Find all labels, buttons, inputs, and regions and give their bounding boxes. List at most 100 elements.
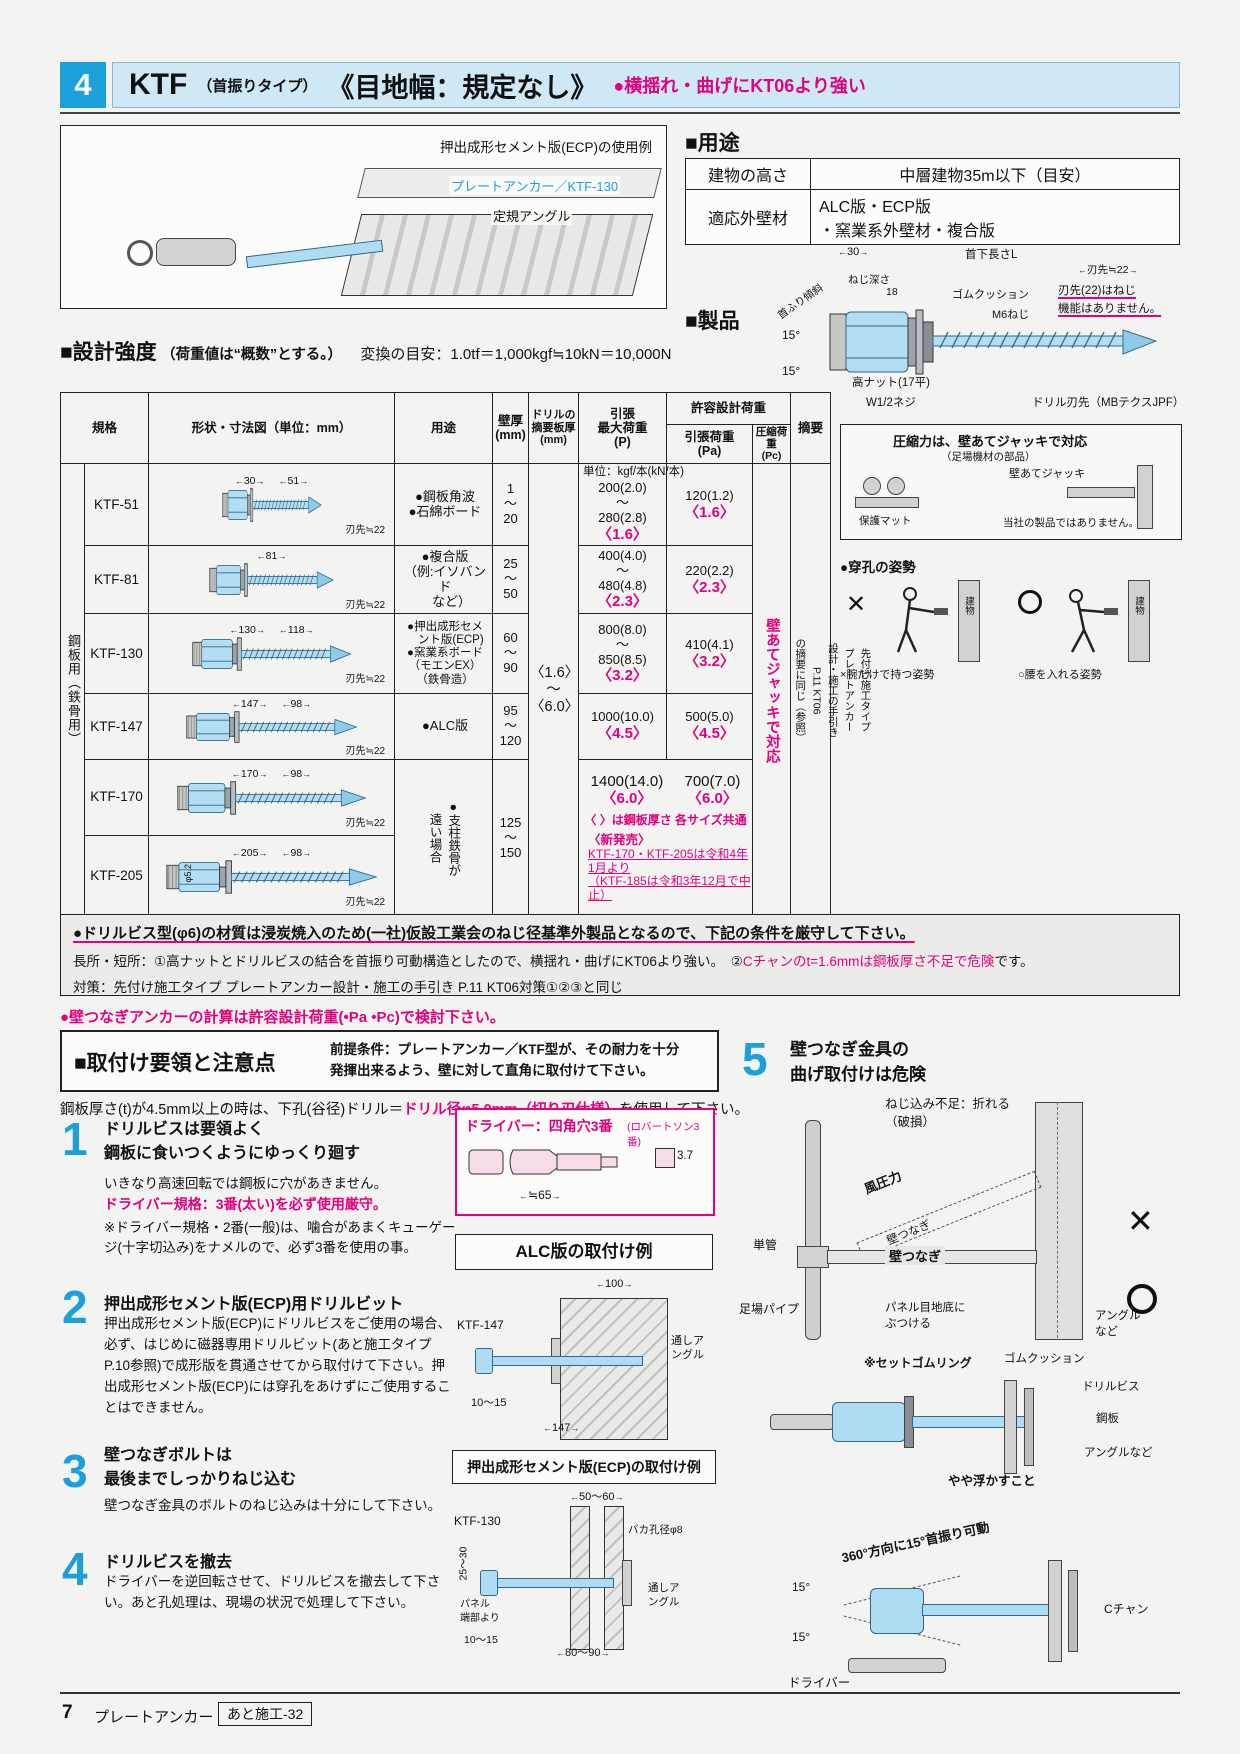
p-cell: 800(8.0) ～ 850(8.5) 〈3.2〉 — [578, 613, 668, 695]
wind-pressure-label: 風圧力 — [861, 1168, 904, 1197]
design-strength-table: 規格 形状・寸法図（単位：mm） 用途 壁厚 (mm) ドリルの 摘要板厚 (m… — [59, 391, 871, 918]
step4-number: 4 — [62, 1543, 88, 1595]
screw-figure — [177, 780, 367, 816]
drill-thickness-cell: 〈1.6〉 ～ 〈6.0〉 — [528, 463, 579, 918]
step5-number: 5 — [742, 1033, 768, 1085]
blade-label: 刃先≒22 — [345, 817, 386, 829]
cchan-label: Cチャン — [1104, 1602, 1149, 1616]
pa-last: 700(7.0)〈6.0〉 — [684, 773, 741, 808]
good-mark-icon — [1018, 590, 1042, 614]
footer-product-name: プレートアンカー — [94, 1709, 214, 1726]
screw-figure — [186, 710, 358, 744]
wall-cell-merged: 125 ～ 150 — [492, 758, 530, 918]
table-row-ktf81: KTF-81 81 刃先≒22 ●複合版 （例:イソバンド など） 25 ～ 5… — [61, 545, 831, 615]
ecp-example-title: 押出成形セメント版(ECP)の取付け例 — [452, 1450, 716, 1484]
shape-cell: φ5.2 20598 刃先≒22 — [148, 834, 396, 918]
title-strength-note: ●横揺れ・曲げにKT06より強い — [613, 76, 866, 96]
alc-example-diagram: 100 KTF-147 通しアングル 10～15 147 — [455, 1276, 711, 1442]
yoto-row1-label: 建物の高さ — [685, 158, 811, 190]
float-slightly-note: やや浮かすこと — [948, 1474, 1036, 1488]
p-cell: 400(4.0) ～ 480(4.8) 〈2.3〉 — [578, 545, 668, 615]
col-header-allowable: 許容設計荷重 — [666, 392, 792, 425]
model-cell: KTF-205 — [83, 834, 150, 918]
pa-thickness: 〈2.3〉 — [684, 578, 735, 596]
step1-title: ドリルビスは要領よく 鋼板に食いつくようにゆっくり廻す — [104, 1121, 361, 1162]
ecp-example-diagram: 50～60 バカ孔径φ8 KTF-130 25～30 パネル 端部より 10～1… — [452, 1488, 714, 1659]
title-joint-note: 《目地幅：規定なし》 — [327, 72, 598, 103]
sekkei-conversion: 変換の目安：1.0tf＝1,000kgf≒10kN＝10,000N — [360, 346, 672, 363]
bit-shaft-shape — [770, 1414, 834, 1430]
seihin-heading: ■製品 — [685, 310, 740, 333]
tie-label: 壁つなぎ — [885, 1246, 946, 1265]
remarks-cell: 先付け施工タイプ プレートアンカー 設計・施工の手引き P.11 KT06 の摘… — [790, 463, 871, 918]
table-row: 適応外壁材 ALC版・ECP版 ・窯業系外壁材・複合版 — [685, 189, 1180, 245]
jack-rod-shape — [1067, 487, 1135, 498]
ecp-model-label: KTF-130 — [454, 1514, 501, 1528]
dim-row: 3051 — [150, 472, 393, 487]
new-release-line2: （KTF-185は令和3年12月で中止） — [588, 874, 751, 903]
col-header-wall: 壁厚 (mm) — [492, 391, 530, 465]
use-cell: ●押出成形セメ ント版(ECP) ●窯業系ボード （モエンEX） （鉄骨造） — [394, 613, 494, 695]
pa-last-thickness: 〈6.0〉 — [687, 790, 738, 808]
bad-posture-caption: ×腕だけで持つ姿勢 — [840, 669, 935, 681]
step1-body2: ドライバー規格：3番(太い)を必ず使用厳守。 — [104, 1196, 387, 1212]
compression-box: 圧縮力は、壁あてジャッキで対応 （足場機材の部品） 壁あてジャッキ 保護マット … — [840, 424, 1182, 540]
alc-example-title: ALC版の取付け例 — [455, 1234, 713, 1270]
mount-heading-box: ■取付け要領と注意点 前提条件：プレートアンカー／KTF型が、その耐力を十分 発… — [60, 1030, 719, 1092]
section-number-badge: 4 — [60, 62, 106, 108]
bend-danger-diagram: ねじ込み不足：折れる （破損） 風圧力 壁つなぎ ✕ 壁つなぎ 単管 足場パイプ… — [735, 1094, 1183, 1346]
use-cell-merged: ●支柱鉄骨が 遠い場合 — [394, 758, 494, 918]
alc-dim-147: 147 — [543, 1422, 579, 1434]
shaft-dia-label: φ5.2 — [183, 863, 194, 882]
yoto-row1-value: 中層建物35m以下（目安） — [810, 158, 1180, 190]
screw-figure — [166, 859, 378, 895]
product-screw-drawing — [829, 309, 1158, 375]
dim-sub: 98 — [281, 768, 311, 780]
alc-screw-shape — [491, 1356, 643, 1366]
dim-sub: 118 — [279, 624, 314, 636]
step4-body: ドライバーを逆回転させて、ドリルビスを撤去して下さい。あと孔処理は、現場の状況で… — [104, 1574, 441, 1610]
p-thickness: 〈4.5〉 — [597, 725, 648, 743]
usage-caption: 押出成形セメント版(ECP)の使用例 — [440, 140, 652, 155]
pa-value: 500(5.0) — [685, 709, 734, 725]
mount-heading: ■取付け要領と注意点 — [74, 1052, 276, 1075]
jack-part-shape — [863, 477, 881, 495]
bit-length-dim: ≒65 — [519, 1188, 560, 1202]
alc-screw-head-shape — [475, 1348, 493, 1374]
building-wall-shape — [1128, 580, 1150, 662]
pa-value: 220(2.2) — [685, 562, 734, 578]
alc-wall-shape — [560, 1298, 668, 1440]
new-release-tag: 〈新発売〉 — [588, 833, 651, 848]
wall-cell: 95 ～ 120 — [492, 693, 530, 760]
driver-spec-title-small: (ロバートソン3番) — [627, 1121, 700, 1148]
step1-number: 1 — [62, 1113, 88, 1165]
screw-figure — [192, 636, 352, 672]
step3-number: 3 — [62, 1445, 88, 1497]
not-our-product-note: 当社の製品ではありません。 — [1003, 517, 1140, 529]
blade-note: 刃先(22)はねじ 機能はありません。 — [1058, 285, 1162, 316]
angle-plate-shape — [1024, 1388, 1034, 1466]
pa-thickness: 〈4.5〉 — [684, 725, 735, 743]
swivel-diagram: 360°方向に15°首振り可動 15° 15° Cチャン ドライバー — [752, 1512, 1182, 1690]
posture-heading: ●穿孔の姿勢 — [840, 560, 916, 575]
notes-box: ●ドリルビス型(φ6)の材質は浸炭焼入のため(一社)仮設工業会のねじ径基準外製品… — [60, 914, 1180, 996]
rubber-cushion-label: ゴムクッション — [1004, 1353, 1085, 1365]
note-line2-tail: です。 — [994, 954, 1034, 969]
p-cell: 1000(10.0) 〈4.5〉 — [578, 693, 668, 760]
note-line1: ●ドリルビス型(φ6)の材質は浸炭焼入のため(一社)仮設工業会のねじ径基準外製品… — [73, 925, 915, 942]
drill-tip-label: ドリル刃先（MBテクスJPF） — [1032, 397, 1185, 409]
p-thickness: 〈3.2〉 — [597, 667, 648, 685]
footer-doc-code: あと施工-32 — [218, 1702, 313, 1726]
footer-rule — [60, 1692, 1180, 1694]
dim-total: 81 — [257, 550, 287, 562]
blade-label: 刃先≒22 — [345, 746, 386, 758]
ecp-dim-1015: 10～15 — [464, 1634, 498, 1646]
wall-band-shape — [1035, 1102, 1083, 1340]
ecp-dim-5060: 50～60 — [568, 1488, 626, 1504]
compression-subtitle: （足場機材の部品） — [941, 451, 1036, 463]
col-header-remarks: 摘要 — [790, 391, 832, 465]
mat-label: 保護マット — [859, 515, 912, 527]
pa-thickness: 〈3.2〉 — [684, 652, 735, 670]
step2-number: 2 — [62, 1281, 88, 1333]
screw-figure — [222, 487, 322, 523]
